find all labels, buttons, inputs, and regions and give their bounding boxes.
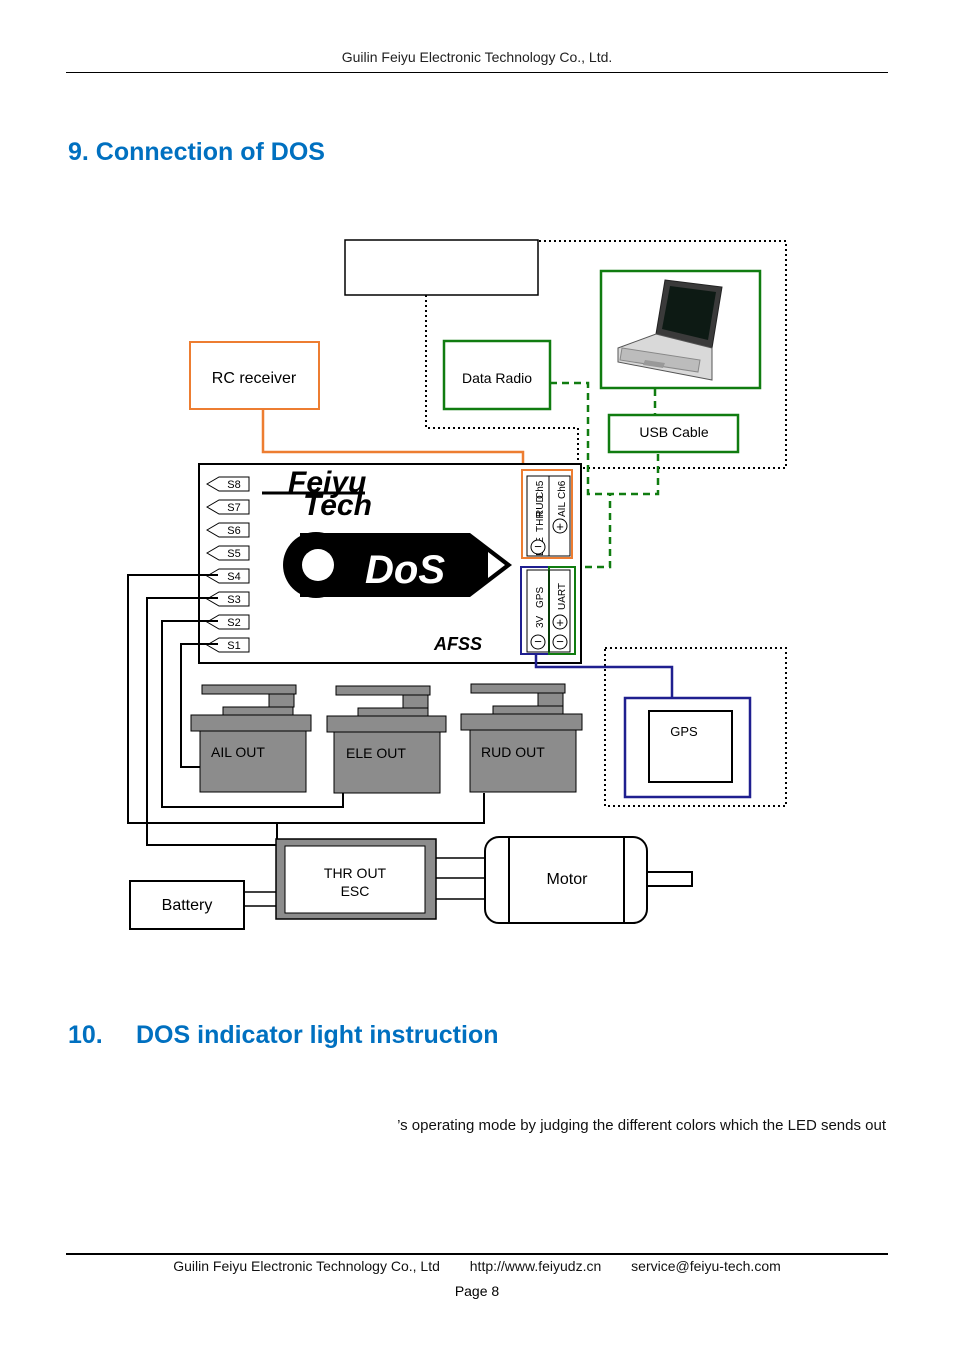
servo-port-s5: S5 xyxy=(206,545,250,561)
rc-receiver-box xyxy=(189,341,320,410)
servo-port-label: S1 xyxy=(227,640,240,652)
rc-receiver-wire xyxy=(261,409,525,470)
svg-text:−: − xyxy=(534,634,542,649)
ail-out-label: AIL OUT xyxy=(211,744,265,760)
servo-port-s2: S2 xyxy=(206,614,250,630)
esc-label-panel xyxy=(284,845,426,914)
servo-port-label: S2 xyxy=(227,617,240,629)
gps-label: GPS xyxy=(670,724,698,739)
svg-text:DoS: DoS xyxy=(365,548,445,592)
page-header: Guilin Feiyu Electronic Technology Co., … xyxy=(341,49,613,65)
servo-port-s6: S6 xyxy=(206,522,250,538)
footer-rule xyxy=(66,1253,888,1255)
ail-servo: AIL OUT xyxy=(190,684,312,793)
servo-port-label: S4 xyxy=(227,571,240,583)
ele-out-label: ELE OUT xyxy=(346,745,406,761)
footer-url[interactable]: http://www.feiyudz.cn xyxy=(469,1258,602,1274)
servo-wires xyxy=(127,574,485,848)
servo-port-s3: S3 xyxy=(206,591,250,607)
svg-text:+: + xyxy=(556,519,564,534)
dos-logo: DoS xyxy=(283,532,512,598)
section-10-title: DOS indicator light instruction xyxy=(136,1021,499,1049)
empty-label-box xyxy=(344,239,539,296)
battery-label: Battery xyxy=(162,897,213,914)
servo-port-label: S5 xyxy=(227,548,240,560)
section-9-title: 9. Connection of DOS xyxy=(68,138,325,166)
battery-wires xyxy=(244,891,276,907)
feiyu-tech-logo: Feiyu Tech xyxy=(262,466,372,522)
svg-text:THR: THR xyxy=(535,511,546,532)
green-dashed-links xyxy=(550,381,660,569)
page-number: Page 8 xyxy=(454,1283,500,1299)
led-instruction-text: ’s operating mode by judging the differe… xyxy=(397,1117,886,1134)
svg-text:GPS: GPS xyxy=(535,587,546,608)
svg-text:RUD: RUD xyxy=(535,495,546,517)
gps-module xyxy=(648,710,733,783)
footer-email[interactable]: service@feiyu-tech.com xyxy=(631,1258,781,1274)
svg-text:−: − xyxy=(556,634,564,649)
svg-text:Ch6: Ch6 xyxy=(557,480,568,499)
header-rule xyxy=(66,72,888,73)
rud-servo: RUD OUT xyxy=(460,683,583,793)
svg-text:AIL: AIL xyxy=(557,502,568,517)
connector-block: ELE THR RUD Ch5 AIL Ch6 + − GPS 3V UART … xyxy=(520,469,576,655)
gps-dotted-enclosure xyxy=(604,647,787,807)
rud-out-label: RUD OUT xyxy=(481,744,545,760)
footer-company: Guilin Feiyu Electronic Technology Co., … xyxy=(173,1258,440,1274)
servo-port-s8: S8 xyxy=(206,476,250,492)
servo-port-s4: S4 xyxy=(206,568,250,584)
section-10-number: 10. xyxy=(68,1021,103,1049)
data-radio-box xyxy=(442,339,552,411)
battery-box xyxy=(129,880,245,930)
servo-port-label: S8 xyxy=(227,479,240,491)
usb-cable-box xyxy=(607,413,740,454)
afss-label: AFSS xyxy=(433,634,482,654)
svg-text:+: + xyxy=(556,615,564,630)
rc-receiver-label: RC receiver xyxy=(212,370,297,387)
svg-text:UART: UART xyxy=(557,583,568,610)
esc-label: ESC xyxy=(341,883,370,899)
motor-shaft xyxy=(646,871,693,887)
servo-port-label: S6 xyxy=(227,525,240,537)
usb-cable-label: USB Cable xyxy=(639,424,708,440)
svg-text:−: − xyxy=(534,539,542,554)
svg-text:3V: 3V xyxy=(535,615,546,628)
svg-text:Ch5: Ch5 xyxy=(535,480,546,499)
servo-port-s7: S7 xyxy=(206,499,250,515)
servo-port-label: S3 xyxy=(227,594,240,606)
motor-label: Motor xyxy=(547,871,589,888)
laptop-icon xyxy=(617,279,723,381)
gps-wire xyxy=(534,654,674,698)
thr-out-label: THR OUT xyxy=(324,865,387,881)
page-footer: Guilin Feiyu Electronic Technology Co., … xyxy=(0,1258,954,1274)
motor-wires xyxy=(436,857,486,900)
ele-servo: ELE OUT xyxy=(326,685,447,794)
servo-port-label: S7 xyxy=(227,502,240,514)
data-radio-label: Data Radio xyxy=(462,370,532,386)
servo-port-s1: S1 xyxy=(206,637,250,653)
